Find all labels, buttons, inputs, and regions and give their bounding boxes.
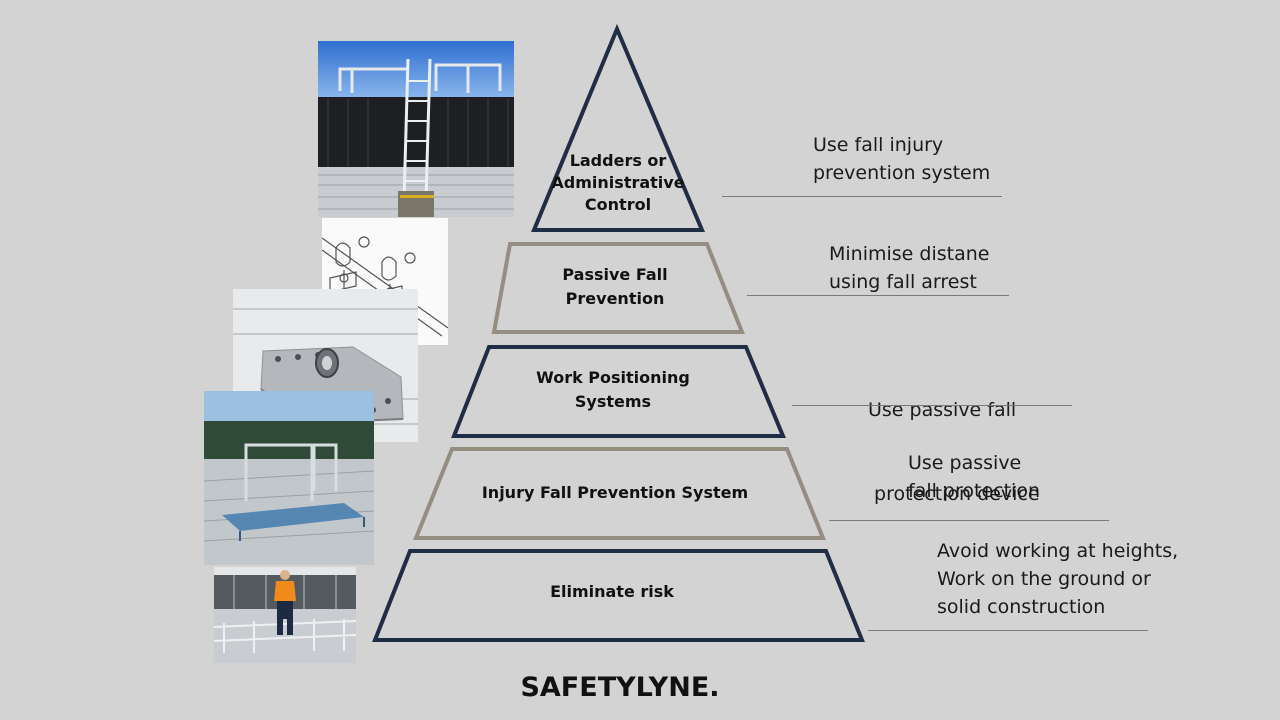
roof-ladder-photo	[318, 41, 514, 217]
note-5-rule	[868, 630, 1148, 631]
note-1-rule	[722, 196, 1002, 197]
note-2-line-1: Minimise distane	[829, 243, 990, 265]
tier-1-label: Ladders or Administrative Control	[540, 150, 696, 216]
tier-5-outline	[372, 549, 865, 642]
note-5-line-1: Avoid working at heights,	[937, 540, 1179, 562]
tier-3-outline	[451, 345, 786, 438]
tier-4-outline	[413, 447, 826, 540]
tier-5-label: Eliminate risk	[512, 580, 712, 604]
tier-5-label-line-1: Eliminate risk	[550, 582, 674, 601]
note-4-rule	[829, 520, 1109, 521]
tier-2-label-line-2: Prevention	[565, 289, 665, 308]
note-3-rule	[792, 405, 1072, 406]
note-2-rule	[747, 295, 1009, 296]
note-3: Use passive fall protection device	[868, 340, 1040, 536]
note-4-line-2: fall protection	[908, 480, 1040, 502]
note-5: Avoid working at heights, Work on the gr…	[937, 537, 1178, 621]
note-1-line-2: prevention system	[813, 162, 991, 184]
tier-1-label-line-3: Control	[584, 195, 652, 214]
note-4: Use passive fall protection	[908, 449, 1040, 505]
tier-1-outline	[531, 23, 706, 232]
note-5-line-2: Work on the ground or	[937, 568, 1151, 590]
note-2: Minimise distane using fall arrest	[829, 240, 989, 296]
tier-3-label: Work Positioning Systems	[500, 366, 726, 414]
roof-walkway-photo	[204, 391, 374, 565]
note-4-line-1: Use passive	[908, 452, 1022, 474]
safetylyne-logo: SAFETYLYNE.	[520, 672, 720, 703]
note-1: Use fall injury prevention system	[813, 131, 990, 187]
tier-3-label-line-1: Work Positioning	[536, 368, 690, 387]
tier-1-label-line-2: Administrative	[551, 173, 685, 192]
tier-3-label-line-2: Systems	[574, 392, 652, 411]
worker-on-platform-photo	[214, 567, 356, 663]
tier-2-outline	[491, 242, 745, 334]
note-1-line-1: Use fall injury	[813, 134, 944, 156]
note-5-line-3: solid construction	[937, 596, 1106, 618]
tier-2-label-line-1: Passive Fall	[562, 265, 668, 284]
note-3-line-1: Use passive fall	[868, 399, 1017, 421]
tier-4-label: Injury Fall Prevention System	[440, 481, 790, 505]
tier-4-label-line-1: Injury Fall Prevention System	[481, 483, 749, 502]
note-2-line-2: using fall arrest	[829, 271, 977, 293]
tier-1-label-line-1: Ladders or	[569, 151, 667, 170]
tier-2-label: Passive Fall Prevention	[515, 263, 715, 311]
note-3-line-2: protection device	[868, 483, 1040, 505]
